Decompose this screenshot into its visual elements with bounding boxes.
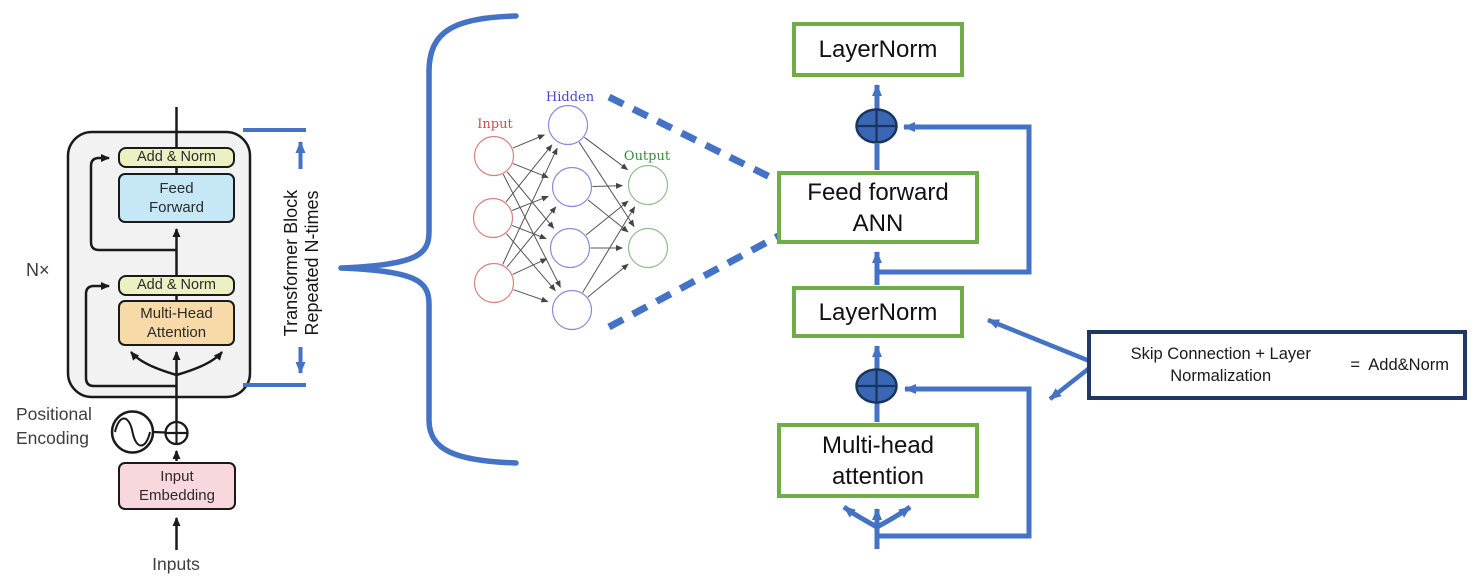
positional-encoding-label: Positional Encoding: [16, 404, 92, 448]
legend-add-norm-text: = Add&Norm: [1350, 355, 1449, 374]
nn-hidden-label: Hidden: [546, 90, 595, 105]
nn-edges: [502, 134, 636, 303]
legend-skip-connection-text: Skip Connection + Layer Normalization: [1130, 345, 1311, 385]
dimension-annotation-arrows: [243, 128, 306, 387]
right-flow-arrows: [842, 84, 1032, 549]
sine-wave-icon: [110, 410, 166, 454]
repeat-annotation-label: Transformer Block Repeated N-times: [281, 189, 322, 337]
feed-forward-ann-box: Feed forward ANN: [777, 171, 979, 244]
feed-forward-box: Feed Forward: [118, 173, 235, 223]
add-norm-legend-box: Skip Connection + Layer Normalization = …: [1087, 330, 1467, 400]
add-circle-top-icon: [855, 108, 898, 144]
left-diagram-arrows: [84, 107, 223, 550]
transformer-block-container: [66, 130, 252, 399]
zoom-dashed-lines: [607, 93, 786, 331]
nn-input-label: Input: [477, 117, 513, 132]
nn-output-label: Output: [624, 149, 671, 164]
neural-network: Input Hidden Output: [472, 90, 671, 331]
nn-nodes: [472, 104, 669, 331]
n-times-label: N×: [26, 260, 50, 280]
add-norm-top-box: Add & Norm: [118, 147, 235, 168]
multi-head-attention-box: Multi-Head Attention: [118, 300, 235, 346]
plus-circle-icon: [164, 420, 189, 446]
inputs-label: Inputs: [152, 554, 200, 574]
add-norm-bottom-box: Add & Norm: [118, 275, 235, 296]
layernorm-mid-box: LayerNorm: [792, 286, 964, 338]
input-embedding-box: Input Embedding: [118, 462, 236, 510]
multi-head-attention-flow-box: Multi-head attention: [777, 423, 979, 498]
layernorm-top-box: LayerNorm: [792, 22, 964, 77]
legend-arrows: [987, 317, 1094, 401]
curly-brace: [338, 13, 519, 466]
add-circle-bottom-icon: [855, 368, 898, 404]
